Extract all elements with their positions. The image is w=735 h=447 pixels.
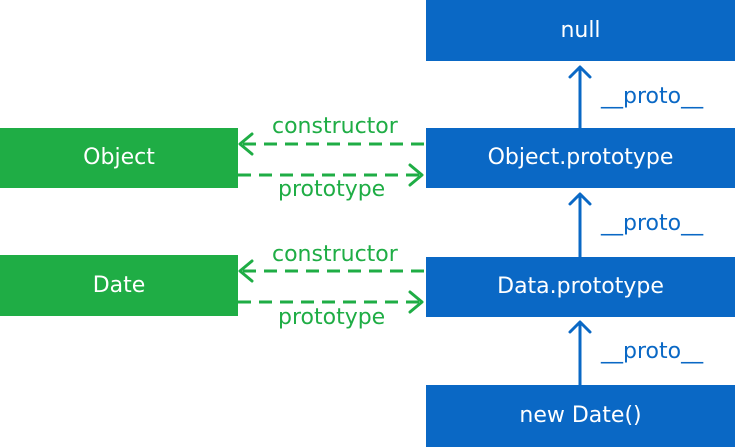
constructor-label-date: constructor	[272, 242, 398, 267]
constructor-arrow-date	[238, 259, 424, 283]
prototype-label-object: prototype	[278, 177, 386, 202]
proto-label-middle: __proto__	[601, 211, 704, 236]
data-prototype-label: Data.prototype	[497, 274, 664, 299]
null-box-label: null	[560, 17, 601, 43]
proto-label-bottom: __proto__	[601, 339, 704, 364]
object-box: Object	[0, 128, 238, 188]
new-date-label: new Date()	[519, 403, 642, 428]
null-box: null	[426, 0, 735, 61]
date-box: Date	[0, 255, 238, 316]
date-label: Date	[92, 272, 146, 298]
data-prototype-box: Data.prototype	[426, 257, 735, 317]
prototype-label-date: prototype	[278, 305, 386, 330]
proto-arrow-top	[568, 65, 592, 130]
constructor-arrow-object	[238, 132, 424, 156]
object-prototype-label: Object.prototype	[487, 145, 674, 170]
proto-arrow-middle	[568, 192, 592, 259]
proto-arrow-bottom	[568, 320, 592, 387]
new-date-box: new Date()	[426, 385, 735, 447]
object-label: Object	[83, 145, 155, 170]
proto-label-top: __proto__	[601, 84, 704, 109]
object-prototype-box: Object.prototype	[426, 128, 735, 188]
prototype-arrow-date	[238, 290, 424, 314]
prototype-arrow-object	[238, 163, 424, 187]
constructor-label-object: constructor	[272, 114, 398, 139]
